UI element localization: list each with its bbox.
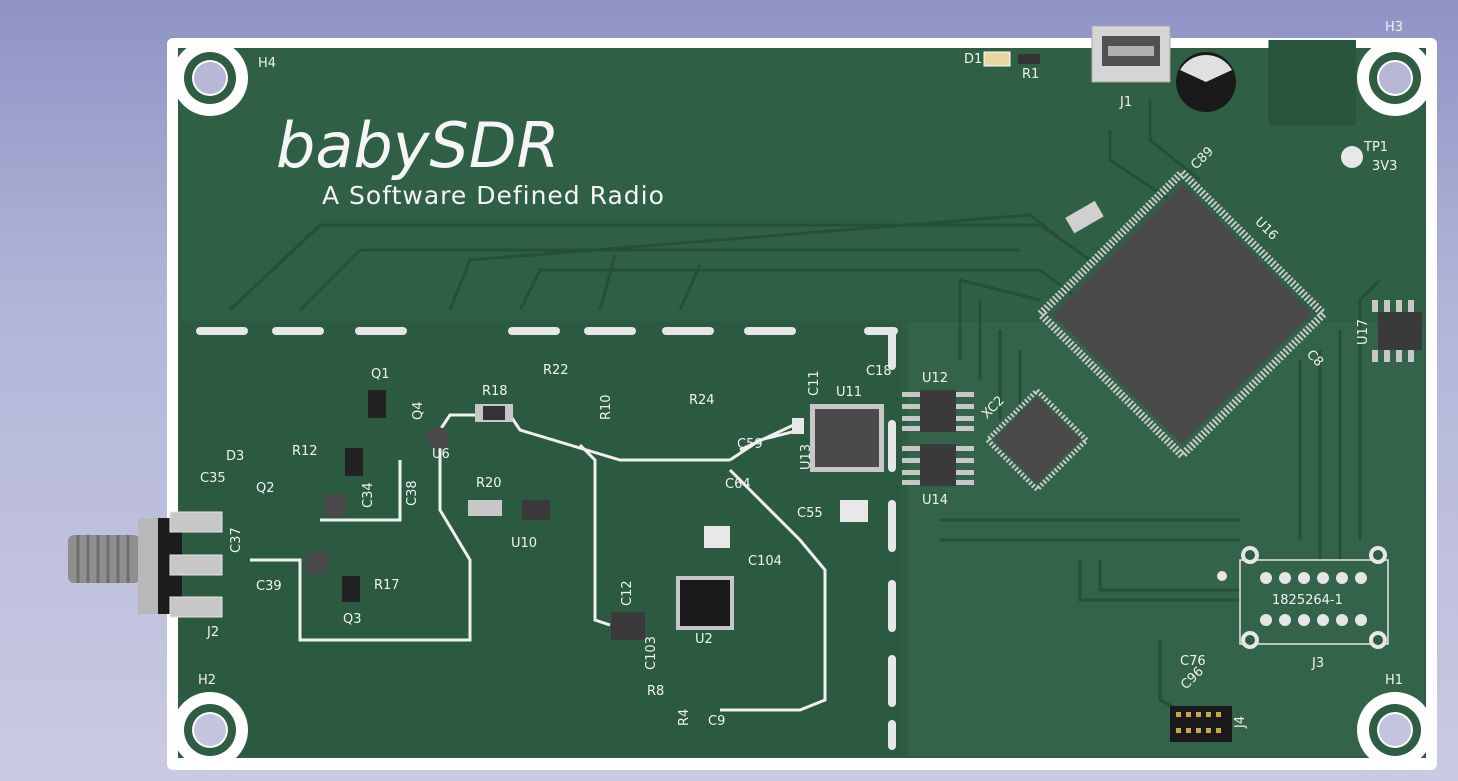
ic-U10 (522, 500, 550, 520)
label-R8: C104 (748, 554, 782, 569)
label-J1: J1 (1119, 95, 1132, 110)
mounting-hole-H3 (1357, 40, 1433, 116)
label-C103: C76 (1180, 654, 1206, 669)
label-Q2: Q1 (371, 367, 390, 382)
rf-small-pads (704, 418, 868, 548)
label-U11: U11 (836, 385, 862, 400)
resistor-R1 (1018, 54, 1040, 64)
label-U14: U14 (922, 493, 948, 508)
digital-traces (228, 40, 1382, 712)
led-D1 (983, 51, 1011, 67)
test-point-TP1 (1341, 146, 1363, 168)
label-R13: Q4 (411, 401, 426, 420)
label-H1: H1 (1385, 673, 1403, 688)
label-R20: R10 (599, 394, 614, 420)
filter-FL1-body (483, 406, 505, 420)
slot-row (196, 327, 898, 750)
rf-traces (250, 413, 827, 712)
board-subtitle: A Software Defined Radio (322, 181, 665, 210)
label-U17: U17 (1356, 319, 1371, 345)
label-TP1-net: 3V3 (1372, 159, 1397, 174)
ic-small-j (611, 612, 645, 640)
label-R24: C55 (797, 506, 823, 521)
ic-U6 (427, 427, 449, 449)
label-C39: C39 (256, 579, 282, 594)
label-C35: C35 (200, 471, 226, 486)
label-C12: R4 (677, 709, 692, 726)
label-C59: C11 (807, 370, 822, 396)
crystal (1065, 200, 1104, 234)
label-U2: U2 (695, 632, 713, 647)
label-U12: U12 (922, 371, 948, 386)
label-H3: H3 (1385, 20, 1403, 35)
label-Q4: Q3 (343, 612, 362, 627)
fpga-U16 (1034, 166, 1330, 462)
label-R10: C64 (725, 477, 751, 492)
label-FL3: R20 (476, 476, 502, 491)
label-Q1: R12 (292, 444, 318, 459)
label-J3: J3 (1311, 656, 1324, 671)
ic-U12 (902, 390, 974, 432)
transistor-Q3 (324, 494, 346, 516)
rf-ground-zone (180, 322, 902, 756)
electrolytic-capacitor (1176, 52, 1236, 112)
label-J4: J4 (1233, 716, 1248, 729)
label-TP1: TP1 (1363, 140, 1388, 155)
label-U6: U6 (432, 447, 450, 462)
label-C34: C34 (361, 482, 376, 508)
mounting-hole-H4 (172, 40, 248, 116)
connector-J3 (1217, 546, 1389, 649)
label-H2: H2 (198, 673, 216, 688)
label-C64: C59 (737, 437, 763, 452)
label-C11: C9 (708, 714, 725, 729)
filter-FL3 (468, 500, 502, 516)
label-J3-part: 1825264-1 (1272, 593, 1343, 608)
label-D1: D1 (964, 52, 982, 67)
label-U10: U10 (511, 536, 537, 551)
label-C55: C18 (866, 364, 892, 379)
ic-small-u (306, 552, 328, 574)
label-U13: U13 (799, 444, 814, 470)
transistor-Q2 (368, 390, 386, 418)
usb-connector-J1 (1091, 25, 1171, 83)
label-D3: D3 (226, 449, 244, 464)
ic-U14 (902, 444, 974, 486)
label-R1: R1 (1022, 67, 1039, 82)
label-R17: R17 (374, 578, 400, 593)
label-C37: C37 (229, 527, 244, 553)
header-J4 (1170, 706, 1232, 742)
pin-grid (1270, 40, 1356, 126)
label-FL1: R18 (482, 384, 508, 399)
board-title: babySDR (276, 109, 560, 182)
mounting-hole-H1 (1357, 692, 1433, 768)
transistor-Q1 (345, 448, 363, 476)
ic-U2 (676, 576, 734, 630)
label-R4: C103 (644, 636, 659, 670)
label-C9: R8 (647, 684, 664, 699)
mounting-hole-H2 (172, 692, 248, 768)
label-R12: Q2 (256, 481, 275, 496)
label-J2: J2 (206, 625, 219, 640)
label-C18: C12 (620, 580, 635, 606)
ic-XC2 (983, 386, 1091, 494)
transistor-Q4 (342, 576, 360, 602)
label-H4: H4 (258, 56, 276, 71)
label-C38: C38 (405, 480, 420, 506)
sma-connector-J2 (68, 511, 223, 618)
ic-U17 (1372, 300, 1422, 362)
label-R18: R22 (543, 363, 569, 378)
ic-U11 (810, 404, 884, 472)
label-R22: R24 (689, 393, 715, 408)
